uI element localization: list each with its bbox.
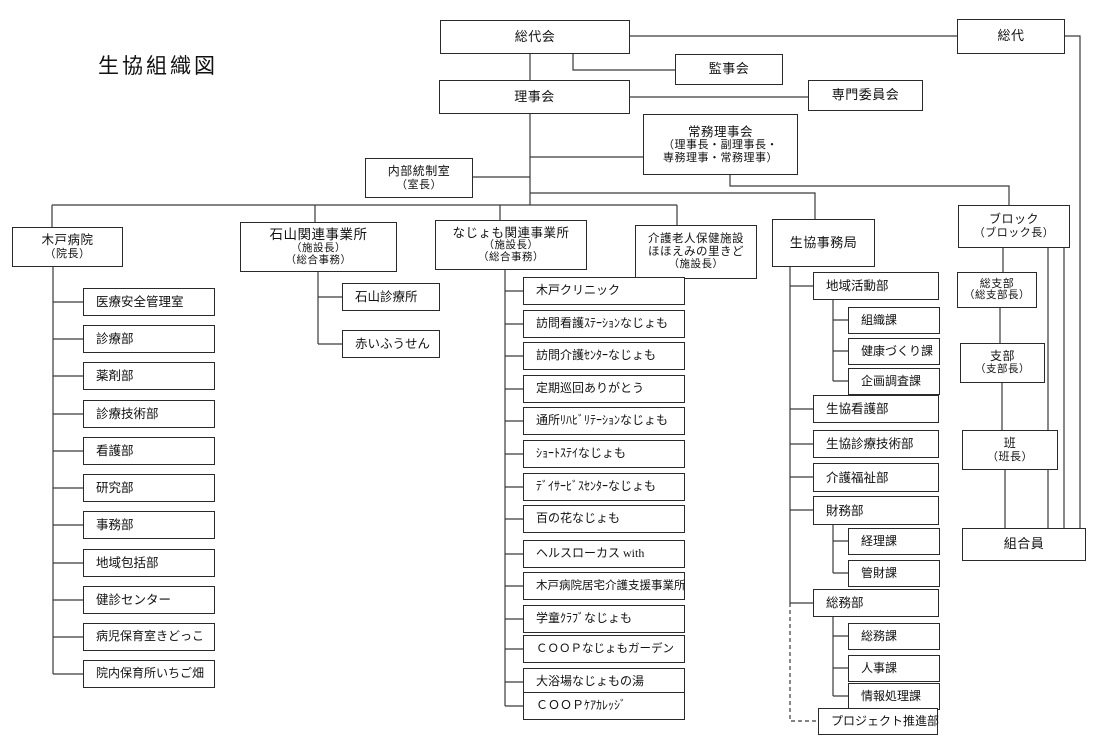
han-label: 班 (1003, 435, 1017, 450)
kaigo-rojin-line1: 介護老人保健施設 (648, 232, 744, 245)
jimu-section-box: 経理課 (848, 528, 940, 555)
soshibu-label: 総支部 (979, 277, 1015, 290)
ishiyama-office-box: 石山関連事業所 （施設長） （総合事務） (240, 222, 397, 272)
najomo-unit-box: 木戸クリニック (523, 277, 685, 305)
jimukyoku-box: 生協事務局 (772, 219, 875, 267)
standing-directors-note1: （理事長・副理事長・ (663, 139, 778, 152)
internal-control-office-box: 内部統制室 （室長） (365, 158, 473, 198)
special-committee-box: 専門委員会 (808, 80, 923, 111)
shibu-box: 支部 （支部長） (960, 343, 1045, 383)
internal-control-label: 内部統制室 (387, 163, 451, 178)
najomo-unit-box: ﾃﾞｲｻｰﾋﾞｽｾﾝﾀｰなじょも (523, 473, 685, 501)
internal-control-head: （室長） (396, 178, 442, 191)
standing-directors-label: 常務理事会 (687, 124, 753, 139)
kido-dept-box: 健診センター (83, 586, 215, 614)
jimu-dept-box: 生協診療技術部 (813, 430, 939, 458)
kido-hospital-box: 木戸病院 （院長） (12, 227, 123, 267)
shibu-label: 支部 (989, 349, 1015, 364)
jimu-section-box: 人事課 (848, 655, 940, 682)
shibu-head: （支部長） (975, 363, 1030, 375)
najomo-unit-box: 定期巡回ありがとう (523, 375, 685, 403)
ishiyama-unit-box: 赤いふうせん (342, 330, 440, 358)
ishiyama-unit-box: 石山診療所 (342, 283, 440, 311)
general-assembly-box: 総代会 (440, 20, 630, 54)
najomo-unit-box: 百の花なじょも (523, 505, 685, 533)
auditors-box: 監事会 (675, 54, 783, 85)
jimu-dept-box: 地域活動部 (813, 272, 939, 300)
najomo-unit-box: 大浴場なじょもの湯 (523, 668, 685, 696)
kido-dept-box: 事務部 (83, 511, 215, 539)
jimu-section-box: 企画調査課 (848, 368, 940, 395)
ishiyama-label: 石山関連事業所 (269, 227, 368, 243)
kido-hospital-label: 木戸病院 (41, 233, 94, 248)
soshibu-box: 総支部 （総支部長） (957, 272, 1037, 308)
block-box: ブロック （ブロック長） (958, 205, 1070, 248)
najomo-unit-box: 通所ﾘﾊﾋﾞﾘﾃｰｼｮﾝなじょも (523, 407, 685, 435)
najomo-head: （施設長） (483, 240, 539, 252)
jimu-section-box: 総務課 (848, 623, 940, 650)
najomo-admin: （総合事務） (478, 252, 544, 264)
kido-hospital-head: （院長） (44, 247, 91, 260)
standing-directors-note2: 専務理事・常務理事） (663, 151, 778, 164)
najomo-unit-box: 訪問看護ｽﾃｰｼｮﾝなじょも (523, 310, 685, 338)
ishiyama-admin: （総合事務） (285, 254, 352, 266)
board-of-directors-box: 理事会 (439, 80, 630, 114)
kaigo-rojin-facility-box: 介護老人保健施設 ほほえみの里きど （施設長） (635, 225, 757, 279)
kaigo-rojin-line2: ほほえみの里きど (648, 245, 744, 258)
ishiyama-head: （施設長） (291, 242, 346, 254)
najomo-unit-box: 訪問介護ｾﾝﾀｰなじょも (523, 342, 685, 370)
jimu-section-box: 健康づくり課 (848, 338, 940, 365)
jimu-section-box: 情報処理課 (848, 683, 940, 710)
kido-dept-box: 診療技術部 (83, 400, 215, 428)
kido-dept-box: 看護部 (83, 437, 215, 465)
najomo-unit-box: ＣＯＯＰなじょもガーデン (523, 635, 685, 663)
kido-dept-box: 研究部 (83, 474, 215, 502)
block-label: ブロック (988, 212, 1039, 227)
jimu-dept-box: 生協看護部 (813, 395, 939, 423)
kido-dept-box: 院内保育所いちご畑 (83, 660, 215, 688)
jimu-dept-box: 総務部 (813, 589, 939, 617)
najomo-office-box: なじょも関連事業所 （施設長） （総合事務） (435, 220, 587, 270)
najomo-unit-box: ｼｮｰﾄｽﾃｲなじょも (523, 440, 685, 468)
najomo-unit-box: 木戸病院居宅介護支援事業所 (523, 572, 686, 600)
kumiaiin-box: 組合員 (962, 528, 1086, 561)
jimu-dept-box: 財務部 (813, 496, 939, 525)
najomo-unit-box: ＣＯＯＰｹｱｶﾚｯｼﾞ (523, 692, 685, 720)
kido-dept-box: 医療安全管理室 (83, 288, 215, 316)
najomo-unit-box: ヘルスローカス with (523, 540, 685, 568)
najomo-unit-box: 学童ｸﾗﾌﾞなじょも (523, 605, 685, 633)
han-head: （班長） (987, 450, 1033, 463)
soshibu-head: （総支部長） (964, 290, 1030, 302)
najomo-label: なじょも関連事業所 (452, 225, 570, 240)
jimu-dept-box: 介護福祉部 (813, 463, 939, 492)
kido-dept-box: 診療部 (83, 325, 215, 353)
han-box: 班 （班長） (962, 430, 1058, 470)
kaigo-rojin-head: （施設長） (668, 259, 724, 271)
kido-dept-box: 薬剤部 (83, 362, 215, 390)
jimu-section-box: 組織課 (848, 307, 940, 334)
kido-dept-box: 病児保育室きどっこ (83, 623, 215, 651)
standing-directors-box: 常務理事会 （理事長・副理事長・ 専務理事・常務理事） (643, 114, 798, 175)
jimu-section-box: 管財課 (848, 560, 940, 587)
project-promotion-box: プロジェクト推進部 (818, 708, 939, 735)
delegates-box: 総代 (957, 19, 1065, 54)
page-title: 生協組織図 (98, 54, 218, 78)
block-head: （ブロック長） (973, 227, 1055, 240)
kido-dept-box: 地域包括部 (83, 549, 215, 577)
